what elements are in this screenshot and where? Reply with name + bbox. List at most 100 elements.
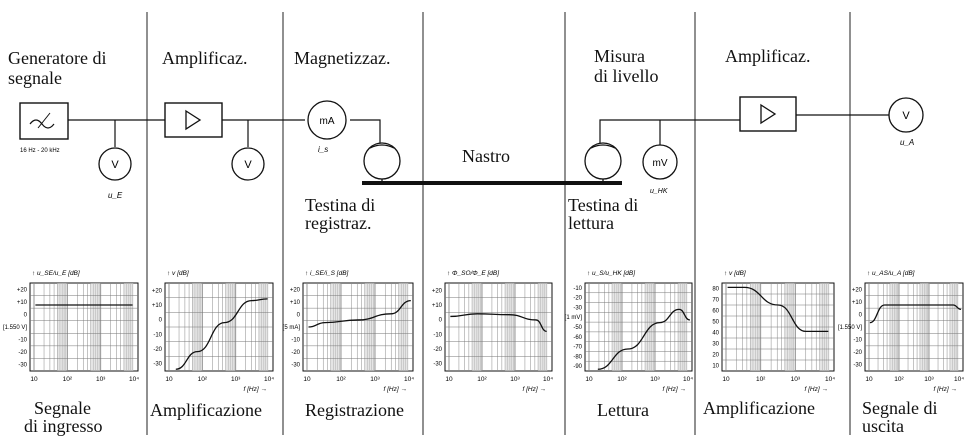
graph-5-ytick: [1 mV] <box>565 315 583 321</box>
voltmeter-output-icon <box>888 97 924 133</box>
graph-1-xtick: 10² <box>63 376 73 383</box>
meter-ma: mA <box>320 116 335 127</box>
graph-7-ytick: [1.550 V] <box>838 325 862 331</box>
level-title-line2: di livello <box>594 66 659 86</box>
graph-5-ylabel: ↑ u_S/u_HK [dB] <box>587 270 635 277</box>
caption-recording: Registrazione <box>305 400 404 420</box>
graph-5-ytick: -10 <box>573 286 582 292</box>
graph-5-ytick: -30 <box>573 305 582 311</box>
caption-amplification-2: Amplificazione <box>703 398 815 418</box>
level-title-line1: Misura <box>594 46 645 66</box>
graph-1-ytick: -20 <box>18 350 27 356</box>
graph-5-xtick: 10² <box>617 376 627 383</box>
graph-4-ytick: 0 <box>439 318 443 324</box>
graph-1-ytick: +10 <box>17 300 28 306</box>
graph-1-ytick: -30 <box>18 363 27 369</box>
graph-7-xtick: 10² <box>894 376 904 383</box>
graph-5-ytick: -50 <box>573 325 582 331</box>
label-i-s: i_s <box>318 145 328 154</box>
sine-icon <box>29 119 55 129</box>
milliammeter-icon <box>307 100 347 140</box>
graph-6-ytick: 20 <box>712 353 719 359</box>
graph-5-ytick: -60 <box>573 335 582 341</box>
graph-3-ytick: +20 <box>290 287 301 293</box>
graph-6-ytick: 10 <box>712 364 719 370</box>
graph-2-xtick: 10⁴ <box>264 376 274 383</box>
graph-4-xtick: 10² <box>477 376 487 383</box>
graph-1-xtick: 10³ <box>96 376 106 383</box>
graph-6-ytick: 50 <box>712 320 719 326</box>
graph-3-ytick: 0 <box>297 312 301 318</box>
graph-5-xtick: 10⁴ <box>683 376 693 383</box>
graph-4-xlabel: f [Hz] → <box>523 386 546 393</box>
graph-4-ytick: +20 <box>432 288 443 294</box>
caption-input-1: Segnale <box>34 398 91 418</box>
caption-playback: Lettura <box>597 400 649 420</box>
graph-5-xtick: 10³ <box>650 376 660 383</box>
graph-2-ytick: +10 <box>152 303 163 309</box>
amplifier-1-box <box>164 102 223 138</box>
graph-3-ytick: -10 <box>291 338 300 344</box>
graph-5-ytick: -80 <box>573 354 582 360</box>
record-head-icon <box>363 142 401 183</box>
meter-v-3: V <box>902 110 910 122</box>
graph-6-ytick: 40 <box>712 331 719 337</box>
graph-7-ytick: 0 <box>859 312 863 318</box>
graph-2-xtick: 10³ <box>231 376 241 383</box>
voltmeter-input-icon <box>98 147 132 181</box>
graph-5-xlabel: f [Hz] → <box>663 386 686 393</box>
graph-7-xlabel: f [Hz] → <box>934 386 957 393</box>
variable-icon <box>37 112 51 129</box>
graph-1-ylabel: ↑ u_SE/u_E [dB] <box>32 270 80 277</box>
graph-6-curve <box>727 286 829 333</box>
record-head-label-2: registraz. <box>305 213 372 233</box>
frequency-response-graphs: +20 +10 0 [1.550 V] -10 -20 -30 10 10² 10³ 10⁴ ↑ u_… <box>3 270 964 393</box>
graph-1-xtick: 10 <box>30 376 38 383</box>
graph-2-curve <box>175 298 268 370</box>
generator-range: 16 Hz - 20 kHz <box>20 148 60 154</box>
graph-6-ytick: 80 <box>712 287 719 293</box>
graph-7-xtick: 10⁴ <box>954 376 964 383</box>
label-u-hk: u_HK <box>650 188 668 195</box>
graph-2-ylabel: ↑ v [dB] <box>167 270 189 277</box>
record-head-label-1: Testina di <box>305 195 376 215</box>
graph-2-ytick: -10 <box>153 332 162 338</box>
graph-6-ytick: 30 <box>712 342 719 348</box>
graph-6-xlabel: f [Hz] → <box>805 386 828 393</box>
meter-v-1: V <box>111 159 119 171</box>
graph-1-ytick: +20 <box>17 287 28 293</box>
graph-7-ytick: -10 <box>853 338 862 344</box>
graph-2-ytick: 0 <box>159 318 163 324</box>
tape-label: Nastro <box>462 146 510 166</box>
graph-7-ytick: +10 <box>852 300 863 306</box>
graph-6-xtick: 10³ <box>791 376 801 383</box>
graph-3-ytick: [5 mA] <box>283 325 301 331</box>
graph-4-ytick: +10 <box>432 303 443 309</box>
graph-3-xtick: 10³ <box>370 376 380 383</box>
graph-1-ytick: -10 <box>18 338 27 344</box>
graph-7-ytick: -30 <box>853 363 862 369</box>
amplifier-2-box <box>739 96 797 132</box>
amp2-title: Amplificaz. <box>725 46 811 66</box>
graph-3-xtick: 10² <box>336 376 346 383</box>
graph-3-xlabel: f [Hz] → <box>384 386 407 393</box>
amplifier-2-triangle-icon <box>760 103 777 125</box>
generator-title-line2: segnale <box>8 68 62 88</box>
graph-6-ytick: 60 <box>712 309 719 315</box>
signal-line <box>68 114 890 150</box>
voltmeter-amp-icon <box>231 147 265 181</box>
graph-7-ytick: +20 <box>852 287 863 293</box>
playback-head-label-1: Testina di <box>568 195 639 215</box>
graph-4-xtick: 10³ <box>510 376 520 383</box>
graph-6-xtick: 10⁴ <box>825 376 835 383</box>
graph-6-xtick: 10 <box>722 376 730 383</box>
millivoltmeter-icon <box>642 144 678 180</box>
graph-5-curve <box>597 308 691 370</box>
